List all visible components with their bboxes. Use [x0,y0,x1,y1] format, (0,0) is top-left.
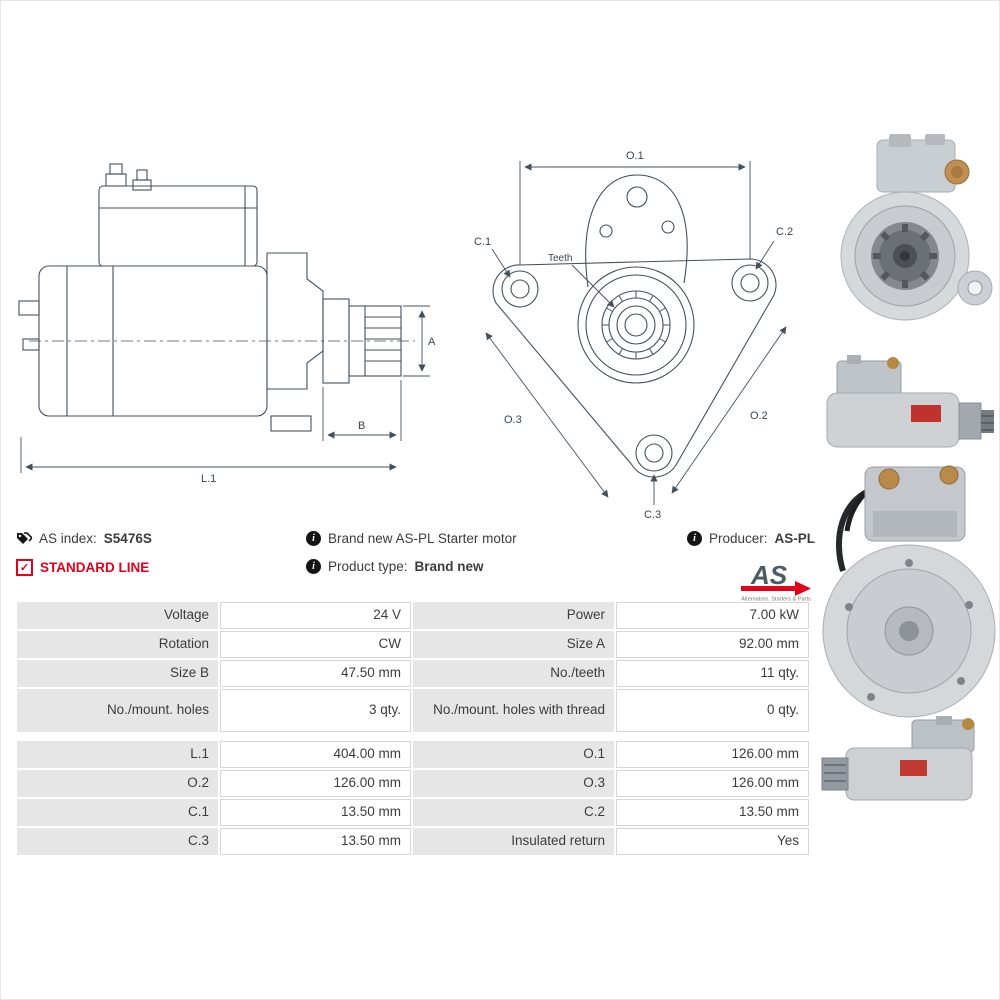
side-view-technical-drawing: A B L.1 [18,163,436,485]
spec-value: 0 qty. [616,689,809,732]
spec-value: 47.50 mm [220,660,411,687]
standard-line-label: STANDARD LINE [40,560,150,575]
logo-tagline: Alternators, Starters & Parts [741,597,811,602]
dim-c2-label: C.2 [776,226,793,238]
brand-new-text: Brand new AS-PL Starter motor [328,531,517,546]
dim-l1-label: L.1 [201,473,216,485]
info-icon: i [687,531,702,546]
as-pl-logo: AS Alternators, Starters & Parts [741,560,811,602]
spec-label: O.1 [413,741,614,768]
product-type-label: Product type: [328,559,408,574]
table-row: L.1 404.00 mm O.1 126.00 mm [16,740,813,769]
dim-o1-label: O.1 [626,150,644,162]
spec-label: C.2 [413,799,614,826]
spec-label: Voltage [17,602,218,629]
info-left-column: AS index: S5476S ✓ STANDARD LINE [16,531,152,576]
table-row: Voltage 24 V Power 7.00 kW [16,601,813,630]
dim-a-label: A [428,336,436,348]
spec-value: Yes [616,828,809,855]
check-icon: ✓ [16,559,33,576]
producer-value: AS-PL [774,531,816,546]
spec-label: No./mount. holes [17,689,218,732]
logo-arrow [741,581,811,596]
product-photo-side-bottom [821,716,975,801]
info-middle-column: i Brand new AS-PL Starter motor i Produc… [306,531,517,574]
table-row: C.1 13.50 mm C.2 13.50 mm [16,798,813,827]
spec-label: O.3 [413,770,614,797]
brand-new-line: i Brand new AS-PL Starter motor [306,531,517,546]
spec-label: Size B [17,660,218,687]
teeth-label: Teeth [548,253,572,264]
spec-label: Size A [413,631,614,658]
as-index-value: S5476S [103,531,152,546]
spec-label: O.2 [17,770,218,797]
product-photo-front [840,134,993,321]
spec-value: 404.00 mm [220,741,411,768]
info-icon: i [306,559,321,574]
dim-c1-label: C.1 [474,236,491,248]
info-right-column: i Producer: AS-PL AS Alternators, Starte… [687,531,815,601]
producer-line: i Producer: AS-PL [687,531,815,546]
tags-icon [17,531,32,544]
standard-line-row: ✓ STANDARD LINE [16,559,152,576]
spec-label: Insulated return [413,828,614,855]
spec-value: 24 V [220,602,411,629]
spec-value: 126.00 mm [220,770,411,797]
product-photo-rear [822,465,996,718]
spec-label: L.1 [17,741,218,768]
spec-value: 92.00 mm [616,631,809,658]
dim-o3-label: O.3 [504,414,522,426]
spec-value: 13.50 mm [220,799,411,826]
spec-value: 11 qty. [616,660,809,687]
spec-value: 13.50 mm [616,799,809,826]
spec-label: C.1 [17,799,218,826]
producer-label: Producer: [709,531,768,546]
product-type-line: i Product type: Brand new [306,559,517,574]
product-type-value: Brand new [414,559,484,574]
table-row: No./mount. holes 3 qty. No./mount. holes… [16,688,813,733]
brand-logo-row: AS Alternators, Starters & Parts [737,559,815,601]
dim-c3-label: C.3 [644,509,661,519]
spec-label: No./teeth [413,660,614,687]
spec-value: 7.00 kW [616,602,809,629]
dim-b-label: B [358,420,365,432]
product-photo-side-top [826,355,994,448]
table-row: Size B 47.50 mm No./teeth 11 qty. [16,659,813,688]
table-row: C.3 13.50 mm Insulated return Yes [16,827,813,856]
as-index-label: AS index: [39,531,97,546]
spec-value: CW [220,631,411,658]
spec-label: Rotation [17,631,218,658]
info-icon: i [306,531,321,546]
spec-label: No./mount. holes with thread [413,689,614,732]
logo-as-text: AS [750,560,788,590]
table-row: O.2 126.00 mm O.3 126.00 mm [16,769,813,798]
spec-label: Power [413,602,614,629]
spec-value: 13.50 mm [220,828,411,855]
spec-value: 126.00 mm [616,770,809,797]
table-row: Rotation CW Size A 92.00 mm [16,630,813,659]
dim-o2-label: O.2 [750,410,768,422]
as-index-line: AS index: S5476S [16,531,152,546]
spec-label: C.3 [17,828,218,855]
front-view-technical-drawing: O.1 C.1 C.2 Teeth O.3 O.2 C.3 [474,150,793,519]
spec-table: Voltage 24 V Power 7.00 kW Rotation CW S… [16,601,813,856]
spec-value: 3 qty. [220,689,411,732]
spec-value: 126.00 mm [616,741,809,768]
